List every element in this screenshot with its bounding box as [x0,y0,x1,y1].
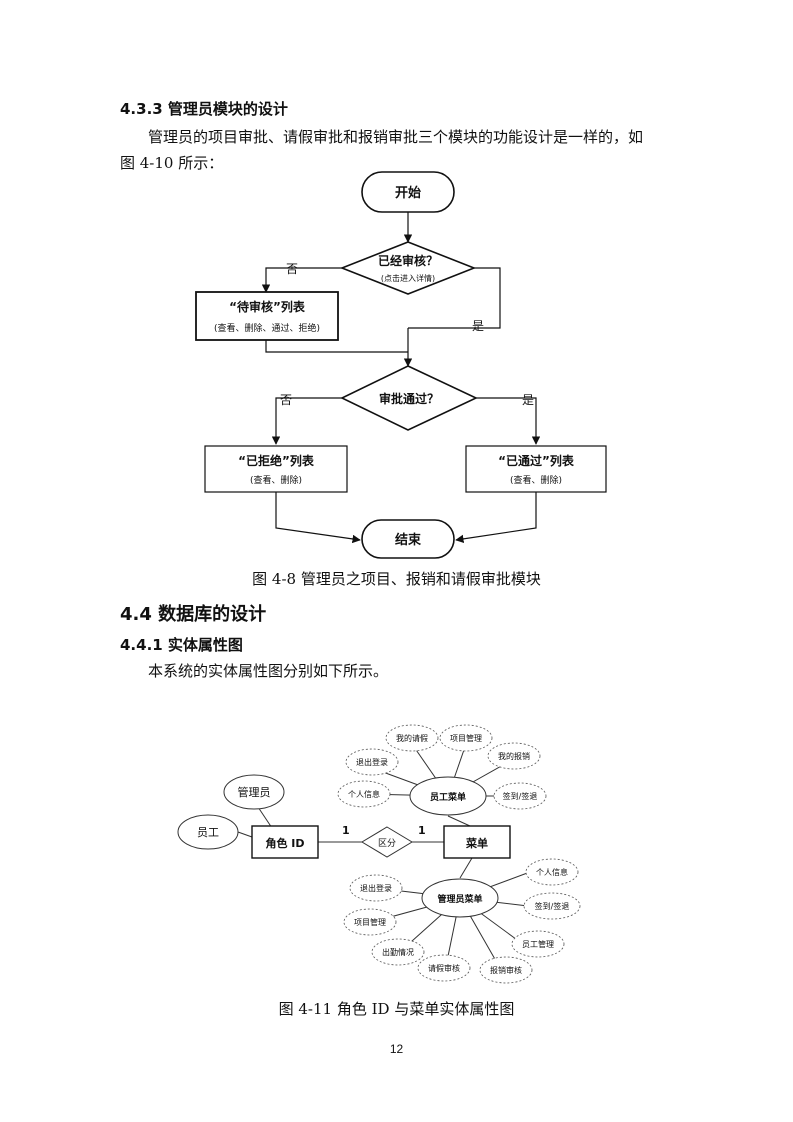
attr-emp-sign-label: 签到/签退 [503,791,538,801]
attr-reimb-review [479,956,533,984]
attr-admin [223,774,285,810]
paragraph-entity-intro: 本系统的实体属性图分别如下所示。 [148,662,389,680]
attr-my-reimb-label: 我的报销 [498,751,530,761]
rejected-list-actions: (查看、删除) [250,474,302,486]
attr-leave-review [417,954,471,982]
attr-emp-personal-info [337,780,391,808]
approved-list-box [465,445,607,493]
attr-admin-logout-label: 退出登录 [360,883,392,893]
attr-admin-menu [421,878,499,918]
page-number: 12 [389,1042,404,1056]
pending-list-title: “待审核”列表 [229,299,306,314]
decision-reviewed [339,241,477,295]
attr-emp-logout-label: 退出登录 [356,757,388,767]
entity-menu-label: 菜单 [465,836,488,850]
paragraph-line-2: 图 4-10 所示： [120,154,224,172]
attr-admin-label: 管理员 [238,785,271,799]
yes-label-1: 是 [472,319,484,333]
attr-admin-project-mgmt [343,908,397,936]
attr-admin-project-mgmt-label: 项目管理 [354,917,386,927]
relationship-distinguish [361,826,413,858]
figure-caption-4-11: 图 4-11 角色 ID 与菜单实体属性图 [278,1000,515,1018]
attr-my-leave [385,724,439,752]
attr-emp-logout [345,748,399,776]
attr-employee-menu-label: 员工菜单 [430,791,466,803]
start-terminal [361,171,455,213]
attr-attendance [371,938,425,966]
entity-menu [443,825,511,859]
attr-admin-logout [349,874,403,902]
rejected-list-title: “已拒绝”列表 [238,453,315,468]
attr-my-reimb [487,742,541,770]
attr-employee-menu [409,776,487,816]
attr-my-leave-label: 我的请假 [396,733,428,743]
rejected-list-box [204,445,348,493]
pending-list-box [195,291,339,341]
yes-label-2: 是 [522,393,534,407]
entity-role-id [251,825,319,859]
approved-list-actions: (查看、删除) [510,474,562,486]
section-heading-4-4: 4.4 数据库的设计 [120,604,267,625]
no-label-1: 否 [286,262,298,276]
paragraph-line-1: 管理员的项目审批、请假审批和报销审批三个模块的功能设计是一样的，如 [148,128,644,146]
end-label: 结束 [395,532,422,548]
attr-attendance-label: 出勤情况 [382,947,414,957]
start-label: 开始 [395,185,421,201]
decision-reviewed-label: 已经审核？ [378,253,438,268]
attr-admin-sign-label: 签到/签退 [535,901,570,911]
attr-employee-label: 员工 [197,826,219,839]
attr-employee [177,814,239,850]
figure-caption-4-8: 图 4-8 管理员之项目、报销和请假审批模块 [252,570,541,588]
attr-emp-project-mgmt-label: 项目管理 [450,733,482,743]
attr-emp-mgmt-label: 员工管理 [522,939,554,949]
section-heading-4-4-1: 4.4.1 实体属性图 [120,636,243,654]
attr-leave-review-label: 请假审核 [428,963,460,973]
relationship-distinguish-label: 区分 [378,838,396,849]
attr-admin-personal-info [525,858,579,886]
attr-emp-mgmt [511,930,565,958]
attr-emp-project-mgmt [439,724,493,752]
attr-admin-personal-info-label: 个人信息 [536,867,568,877]
pending-list-actions: (查看、删除、通过、拒绝) [214,322,320,334]
section-heading-4-3-3: 4.3.3 管理员模块的设计 [120,100,288,118]
cardinality-left: 1 [342,824,350,837]
approval-flowchart: 开始 已经审核？ (点击进入详情) 否 是 “待审核”列表 (查看、删除、通过、… [195,171,607,559]
end-terminal [361,519,455,559]
approved-list-title: “已通过”列表 [498,453,575,468]
attr-emp-personal-info-label: 个人信息 [348,789,380,799]
decision-approved [340,365,478,431]
attr-reimb-review-label: 报销审核 [490,965,522,975]
attr-admin-sign [523,892,581,920]
cardinality-right: 1 [418,824,426,837]
decision-reviewed-sublabel: (点击进入详情) [381,273,435,283]
er-diagram: 管理员 员工 角色 ID 1 1 区分 菜单 员工菜单 我的请假 项目管理 退出… [177,724,581,984]
attr-emp-sign [493,782,547,810]
entity-role-id-label: 角色 ID [265,836,304,850]
no-label-2: 否 [280,393,292,407]
decision-approved-label: 审批通过？ [379,391,439,406]
attr-admin-menu-label: 管理员菜单 [437,893,482,905]
